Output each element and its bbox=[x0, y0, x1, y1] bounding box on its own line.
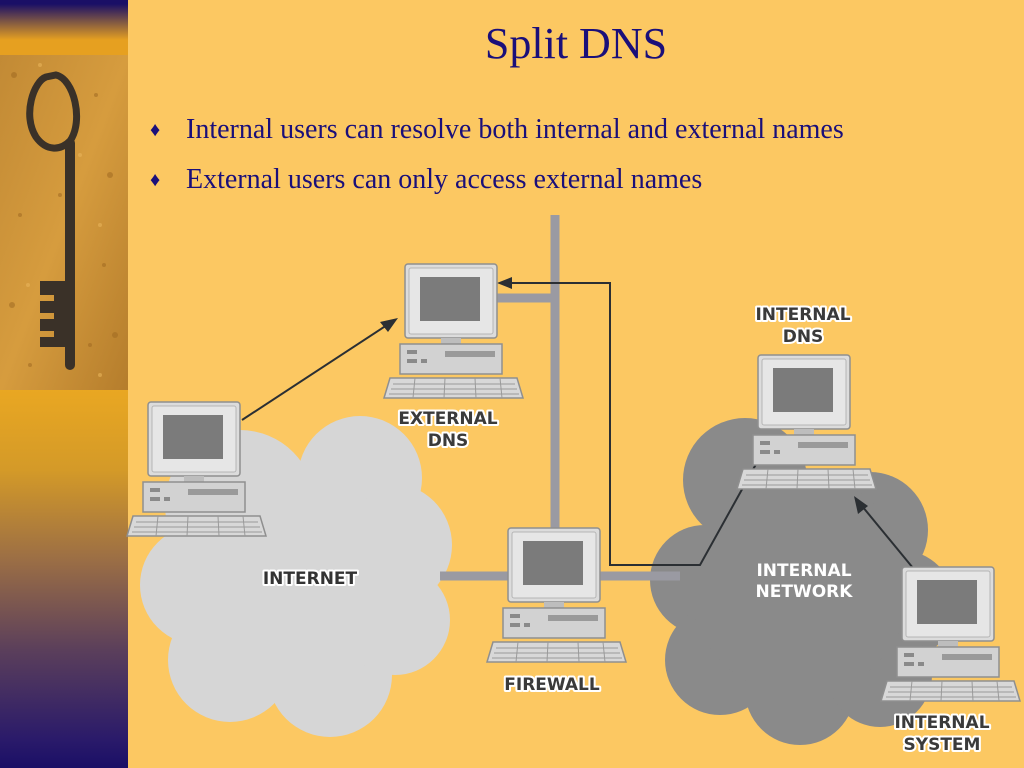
bullet-item: ♦ External users can only access externa… bbox=[150, 160, 1010, 200]
internal-network-label-line2: NETWORK bbox=[756, 582, 854, 602]
external-dns-label-line2: DNS bbox=[428, 431, 469, 451]
diamond-bullet-icon: ♦ bbox=[150, 169, 161, 191]
internet-label: INTERNET bbox=[263, 569, 358, 589]
slide-title: Split DNS bbox=[484, 19, 668, 68]
internal-dns-computer bbox=[736, 354, 877, 490]
key-photo bbox=[0, 55, 128, 390]
arrow-internet-to-external-dns bbox=[241, 318, 398, 421]
network-backbone bbox=[440, 215, 680, 581]
bullet-list: ♦ Internal users can resolve both intern… bbox=[150, 110, 1010, 210]
internet-cloud: INTERNET bbox=[140, 416, 452, 737]
sidebar-band bbox=[0, 0, 128, 768]
bullet-text: External users can only access external … bbox=[186, 164, 703, 195]
internal-system-label-line2: SYSTEM bbox=[904, 735, 981, 755]
internal-system-label-line1: INTERNAL bbox=[894, 713, 989, 733]
internal-system-computer bbox=[880, 566, 1021, 702]
firewall-label: FIREWALL bbox=[504, 675, 600, 695]
internal-dns-label-line1: INTERNAL bbox=[755, 305, 850, 325]
external-dns-label-line1: EXTERNAL bbox=[398, 409, 497, 429]
firewall-computer bbox=[486, 527, 627, 663]
internal-dns-label-line2: DNS bbox=[783, 327, 824, 347]
diamond-bullet-icon: ♦ bbox=[150, 119, 161, 141]
bullet-text: Internal users can resolve both internal… bbox=[186, 114, 844, 145]
internal-network-label-line1: INTERNAL bbox=[756, 561, 851, 581]
arrow-internal-dns-to-external-dns bbox=[497, 277, 766, 566]
bullet-item: ♦ Internal users can resolve both intern… bbox=[150, 110, 1010, 150]
arrow-internal-system-to-internal-dns bbox=[854, 496, 914, 569]
